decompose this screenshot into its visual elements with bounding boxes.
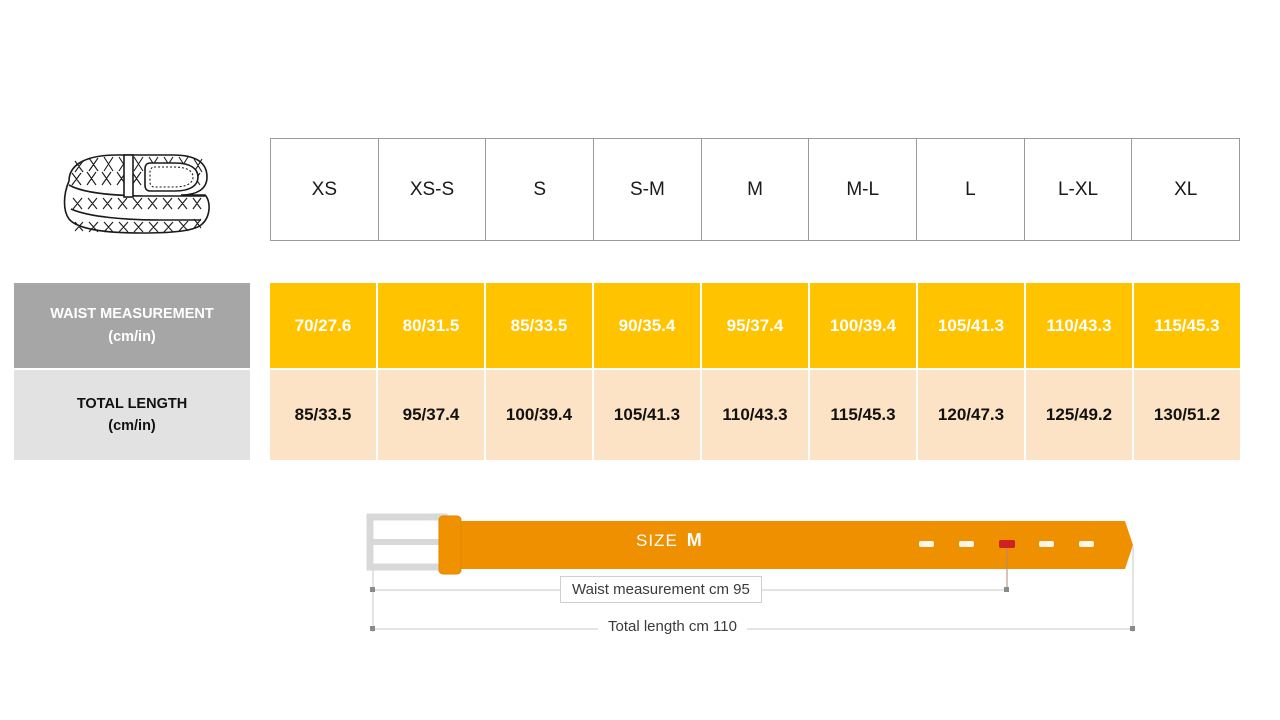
waist-value-cell-2: 85/33.5 [486, 283, 594, 368]
waist-value-cell-6: 105/41.3 [918, 283, 1026, 368]
total-dim-start-marker [370, 626, 375, 631]
belt-keeper-loop-outline [438, 515, 462, 575]
total-length-label-text: TOTAL LENGTH [76, 395, 188, 412]
product-icon [55, 143, 220, 243]
length-value-cell-2: 100/39.4 [486, 370, 594, 460]
belt-hole-1 [919, 541, 934, 547]
waist-dim-end-marker [1004, 587, 1009, 592]
size-header-cell-7: L-XL [1023, 138, 1133, 241]
waist-dimension-label: Waist measurement cm 95 [560, 576, 762, 603]
length-value-cell-5: 115/45.3 [810, 370, 918, 460]
waist-value-cell-5: 100/39.4 [810, 283, 918, 368]
waist-value-cell-8: 115/45.3 [1134, 283, 1240, 368]
belt-measurement-diagram [355, 500, 1155, 650]
length-value-cell-1: 95/37.4 [378, 370, 486, 460]
waist-value-cell-0: 70/27.6 [270, 283, 378, 368]
waist-dim-start-marker [370, 587, 375, 592]
waist-value-cell-4: 95/37.4 [702, 283, 810, 368]
size-header-cell-0: XS [270, 138, 379, 241]
belt-keeper-loop [439, 516, 461, 574]
waist-measurement-row-label: WAIST MEASUREMENT (cm/in) [14, 283, 250, 368]
size-table: XS XS-S S S-M M M-L L L-XL XL [270, 138, 1241, 241]
belt-hole-2 [959, 541, 974, 547]
size-header-cell-3: S-M [593, 138, 702, 241]
waist-measurement-label-text: WAIST MEASUREMENT [50, 306, 214, 323]
size-header-cell-2: S [485, 138, 595, 241]
length-value-cell-8: 130/51.2 [1134, 370, 1240, 460]
size-header-cell-4: M [700, 138, 810, 241]
length-value-cell-7: 125/49.2 [1026, 370, 1134, 460]
belt-buckle-prong [367, 539, 449, 545]
belt-hole-5 [1079, 541, 1094, 547]
size-header-cell-8: XL [1131, 138, 1241, 241]
total-length-row-label: TOTAL LENGTH (cm/in) [14, 370, 250, 460]
waist-measurement-values-row: 70/27.6 80/31.5 85/33.5 90/35.4 95/37.4 … [270, 283, 1240, 368]
waist-value-cell-7: 110/43.3 [1026, 283, 1134, 368]
waist-value-cell-3: 90/35.4 [594, 283, 702, 368]
size-header-cell-5: M-L [808, 138, 918, 241]
total-length-dimension-label: Total length cm 110 [598, 617, 747, 636]
size-header-cell-6: L [916, 138, 1025, 241]
waist-measurement-label-unit: (cm/in) [108, 328, 156, 345]
total-length-values-row: 85/33.5 95/37.4 100/39.4 105/41.3 110/43… [270, 370, 1240, 460]
size-header-cell-1: XS-S [377, 138, 487, 241]
size-header-row: XS XS-S S S-M M M-L L L-XL XL [270, 138, 1241, 241]
braided-belt-illustration [63, 154, 210, 234]
length-value-cell-0: 85/33.5 [270, 370, 378, 460]
length-value-cell-4: 110/43.3 [702, 370, 810, 460]
waist-value-cell-1: 80/31.5 [378, 283, 486, 368]
total-length-label-unit: (cm/in) [108, 418, 156, 434]
length-value-cell-6: 120/47.3 [918, 370, 1026, 460]
total-dim-end-marker [1130, 626, 1135, 631]
belt-hole-4 [1039, 541, 1054, 547]
length-value-cell-3: 105/41.3 [594, 370, 702, 460]
belt-hole-3-active [999, 540, 1015, 548]
belt-strap [439, 521, 1133, 569]
belt-diagram-svg [366, 513, 1135, 632]
